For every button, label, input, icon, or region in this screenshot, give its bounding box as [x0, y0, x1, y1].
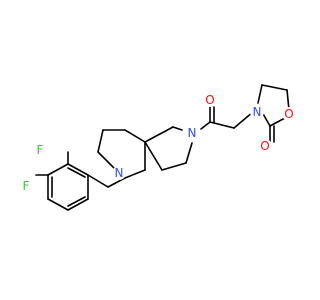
atom-label: N	[253, 105, 262, 119]
molecule-structure: F F N N O N O O	[19, 84, 296, 211]
nitrogen-atom-pyrrolidine: N	[185, 126, 199, 140]
oxygen-atom-carbonyl: O	[258, 139, 272, 153]
nitrogen-atom-piperidine: N	[112, 166, 126, 180]
bonds-layer	[35, 84, 290, 211]
bond	[269, 117, 286, 127]
atom-label: O	[260, 139, 269, 153]
bond	[47, 198, 69, 211]
bond	[185, 142, 193, 164]
bond	[257, 84, 263, 104]
bond	[144, 141, 163, 171]
bond	[97, 129, 104, 153]
atom-label: O	[284, 107, 293, 121]
bond	[286, 89, 290, 111]
bond	[67, 198, 89, 211]
bond	[144, 126, 174, 143]
bond	[261, 84, 288, 91]
oxygen-atom-ketone: O	[203, 93, 217, 107]
atom-label: F	[37, 143, 44, 157]
atom-label: F	[23, 179, 30, 193]
atoms-layer: F F N N O N O O	[19, 93, 296, 193]
bond	[67, 167, 86, 178]
atom-label: O	[205, 93, 214, 107]
bond	[124, 129, 146, 143]
bond	[161, 162, 187, 171]
atom-label: N	[115, 166, 124, 180]
bond	[67, 163, 89, 176]
bond	[233, 111, 254, 129]
oxygen-atom-ring: O	[282, 107, 296, 121]
bond	[87, 174, 109, 188]
nitrogen-atom-oxazolidinone: N	[250, 105, 264, 119]
bond	[124, 169, 146, 179]
bond	[200, 121, 211, 130]
fluorine-atom-left: F	[19, 179, 33, 193]
fluorine-atom-top: F	[33, 143, 47, 157]
bond	[209, 121, 235, 129]
bond	[67, 196, 86, 207]
atom-label: N	[188, 126, 197, 140]
bond	[107, 177, 126, 188]
bond	[47, 163, 69, 176]
bond	[172, 126, 183, 131]
